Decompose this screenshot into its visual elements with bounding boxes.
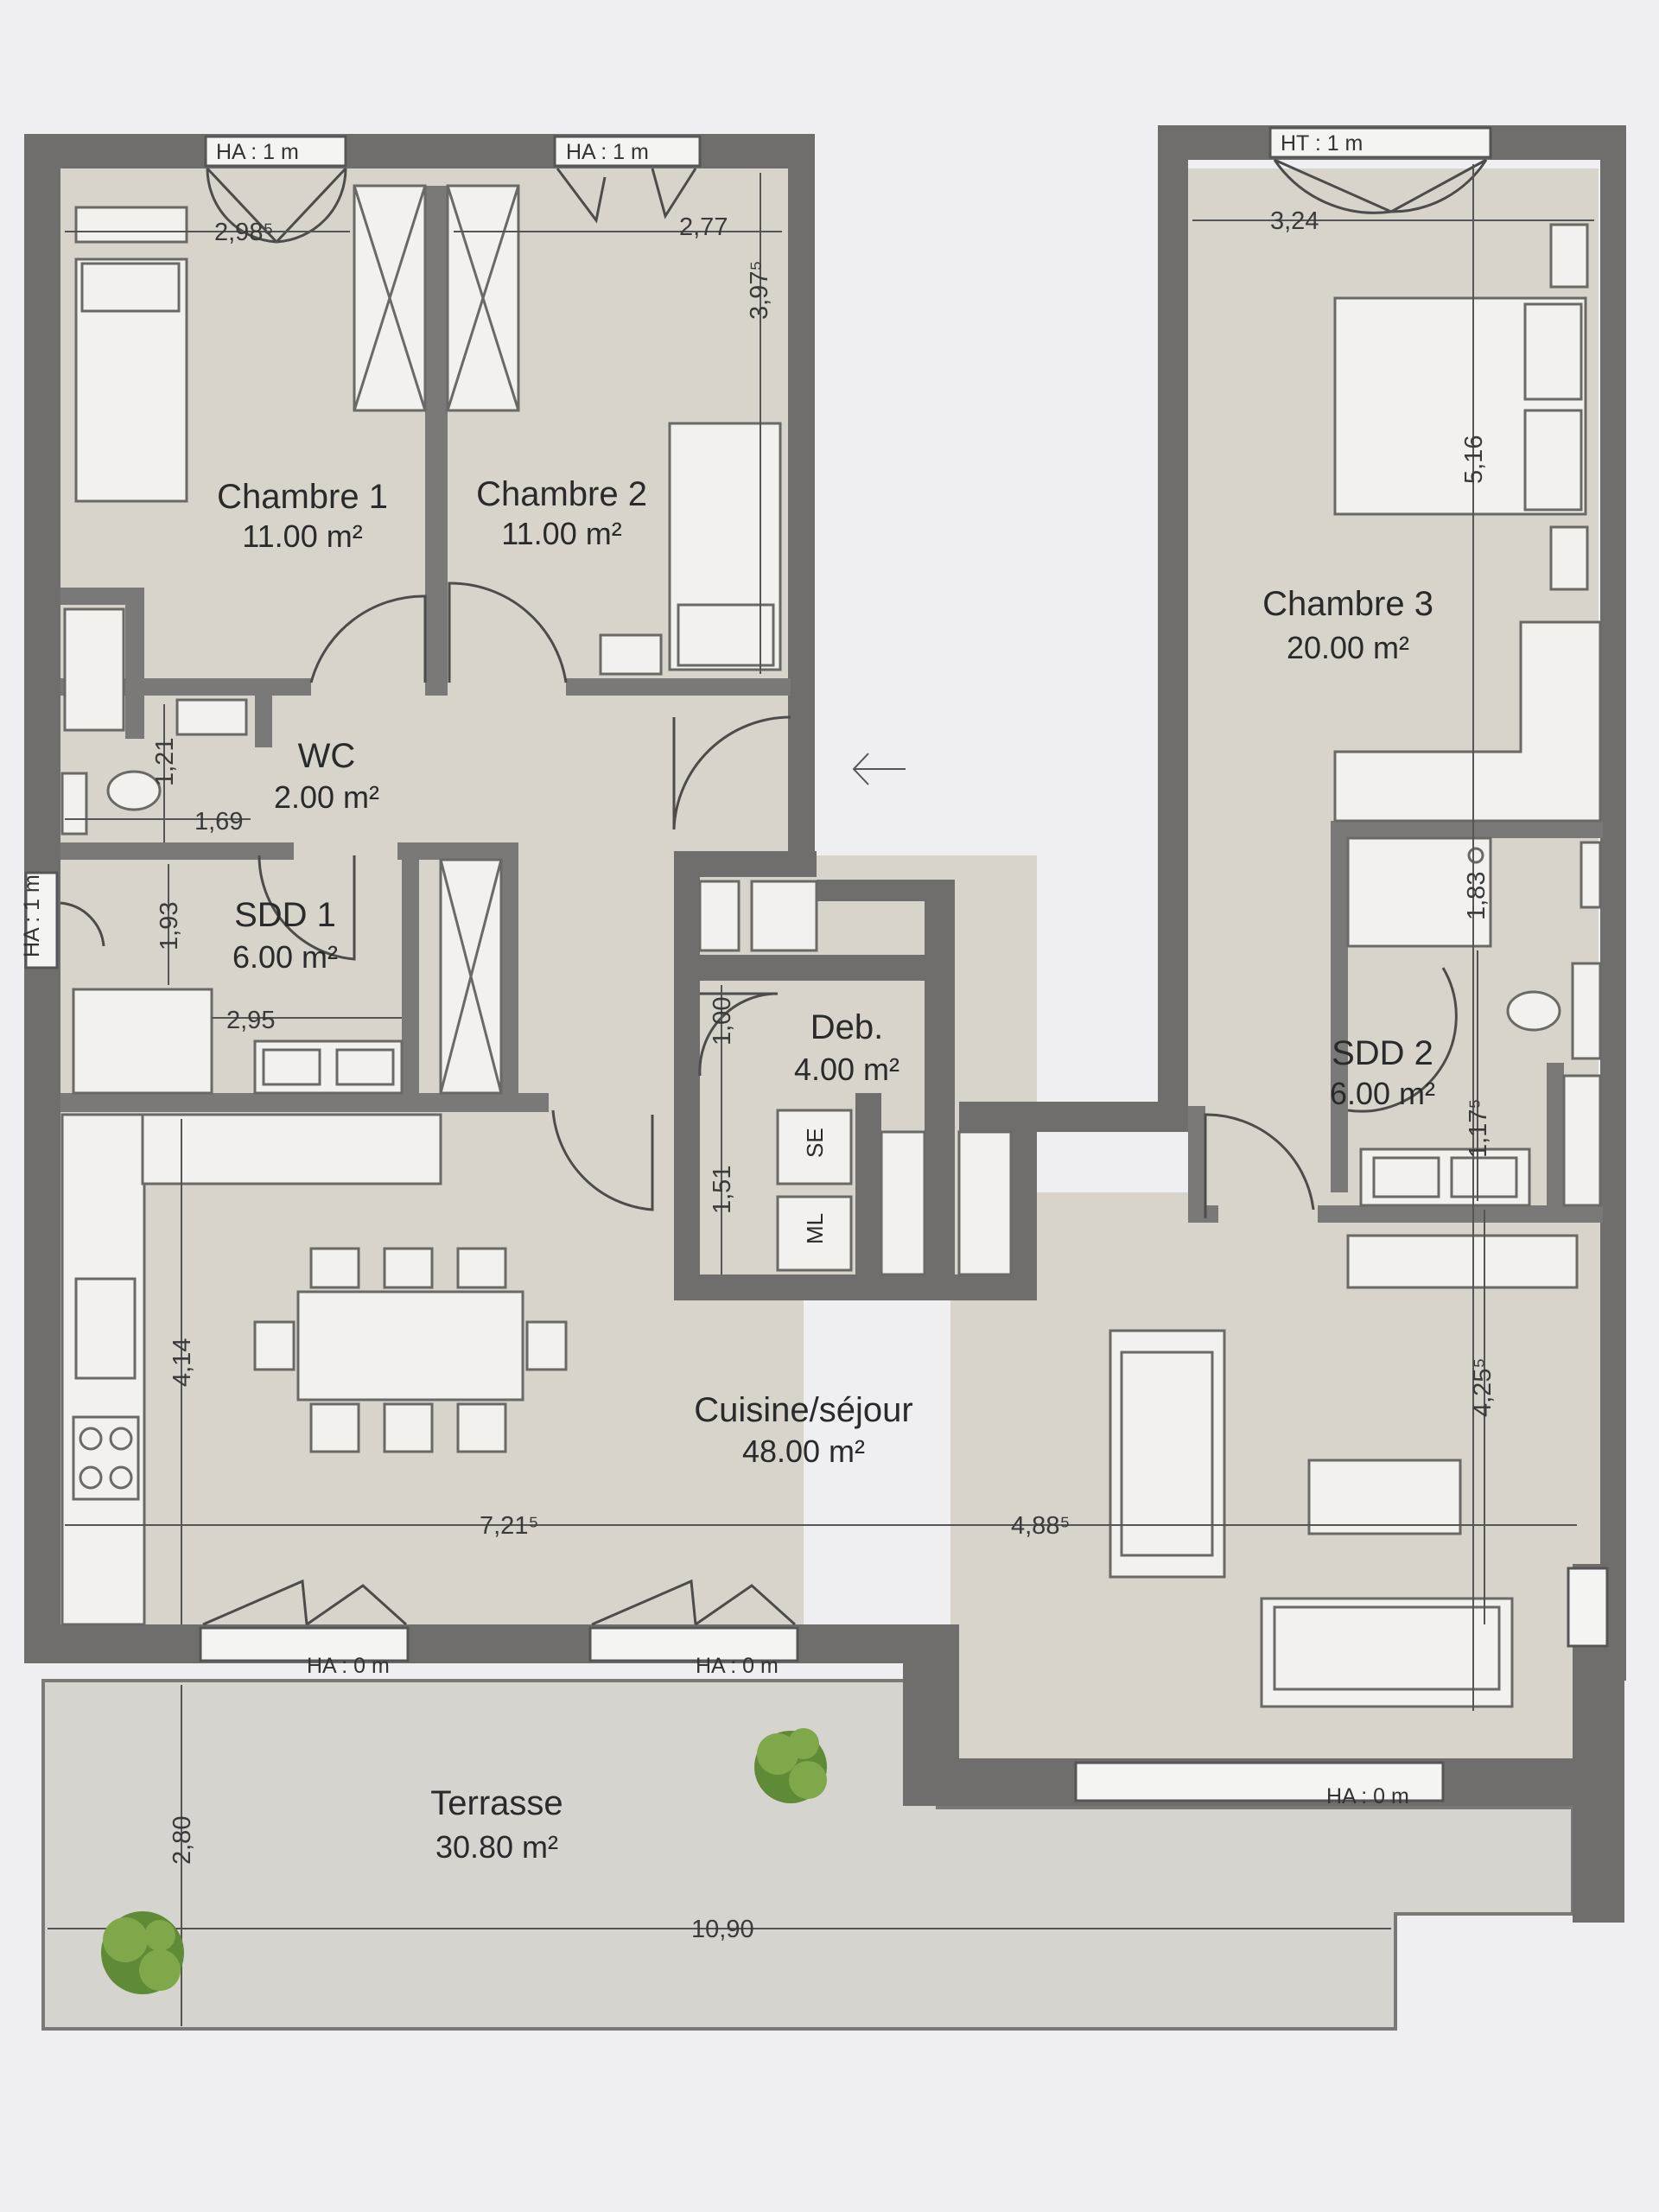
dimension-label: 1,17⁵ xyxy=(1465,1099,1492,1158)
dimension-label: 1,93 xyxy=(156,902,183,950)
dimension-label: 1,69 xyxy=(194,808,243,836)
dimension-label: 1,00 xyxy=(709,997,736,1046)
room-area-sejour: 48.00 m² xyxy=(742,1433,865,1469)
room-name-wc: WC xyxy=(298,737,356,775)
toilet xyxy=(1506,990,1561,1032)
appliance-label-se: SE xyxy=(802,1128,828,1158)
window-label: HA : 1 m xyxy=(216,140,299,164)
furniture xyxy=(60,184,1602,1708)
coffee-table xyxy=(1307,1459,1462,1535)
dimension-label: 4,14 xyxy=(168,1338,196,1387)
room-name-sejour: Cuisine/séjour xyxy=(694,1391,912,1429)
dimension-label: 1,51 xyxy=(709,1166,736,1214)
dimension-label: 2,95 xyxy=(226,1007,275,1034)
room-name-sdd1: SDD 1 xyxy=(234,896,336,934)
room-area-terrasse: 30.80 m² xyxy=(435,1829,558,1865)
dimension-label: 4,88⁵ xyxy=(1011,1512,1070,1540)
shower xyxy=(1346,836,1492,948)
wc-sink xyxy=(175,698,248,736)
room-name-chambre3: Chambre 3 xyxy=(1262,585,1433,623)
tv-cabinet xyxy=(1346,1234,1579,1289)
windows xyxy=(24,126,1609,1802)
dimension-label: 10,90 xyxy=(691,1916,754,1943)
tree-icon xyxy=(754,1728,827,1803)
kitchen-sink xyxy=(74,1277,137,1380)
shower xyxy=(72,988,213,1095)
dining-table xyxy=(296,1290,524,1402)
room-area-chambre3: 20.00 m² xyxy=(1287,630,1409,665)
room-name-sdd2: SDD 2 xyxy=(1332,1034,1433,1072)
entrance-arrow-icon xyxy=(852,753,906,785)
window-label: HA : 1 m xyxy=(566,140,649,164)
dimension-label: 2,77 xyxy=(679,213,728,241)
dimension-label: 3,24 xyxy=(1270,207,1319,235)
dimension-label: 7,21⁵ xyxy=(480,1512,538,1540)
window-label: HA : 0 m xyxy=(696,1654,779,1678)
room-area-deb: 4.00 m² xyxy=(794,1052,899,1087)
room-labels: Chambre 1 11.00 m² Chambre 2 11.00 m² Ch… xyxy=(217,475,1435,1865)
room-area-chambre2: 11.00 m² xyxy=(501,516,621,551)
room-name-deb: Deb. xyxy=(810,1008,884,1046)
terrace-floor xyxy=(43,1681,1573,2029)
walls xyxy=(24,125,1626,1923)
dryer xyxy=(776,1109,853,1185)
room-area-chambre1: 11.00 m² xyxy=(242,518,362,554)
room-area-wc: 2.00 m² xyxy=(274,779,379,815)
dimension-label: 2,80 xyxy=(168,1816,196,1865)
dimension-label: 3,97⁵ xyxy=(746,261,773,320)
dimension-label: 1,83 xyxy=(1463,872,1491,920)
washing-machine xyxy=(776,1195,853,1272)
dimension-label: 5,16 xyxy=(1460,435,1488,484)
room-name-terrasse: Terrasse xyxy=(430,1784,563,1822)
window-label: HA : 1 m xyxy=(20,874,44,957)
appliance-label-ml: ML xyxy=(802,1213,828,1244)
window-label: HT : 1 m xyxy=(1281,131,1363,156)
cooktop-icon xyxy=(72,1415,140,1501)
door-swings xyxy=(60,158,1488,1626)
room-area-sdd1: 6.00 m² xyxy=(232,939,338,975)
toilet xyxy=(106,770,162,811)
room-name-chambre1: Chambre 1 xyxy=(217,478,388,516)
dimension-label: 2,98⁵ xyxy=(214,219,273,246)
window-label: HA : 0 m xyxy=(307,1654,390,1678)
dimension-label: 1,21 xyxy=(151,738,179,786)
room-name-chambre2: Chambre 2 xyxy=(476,475,647,513)
dimension-label: 4,25⁵ xyxy=(1469,1358,1497,1417)
tree-icon xyxy=(101,1911,184,1994)
dimension-lines xyxy=(48,164,1594,2026)
window-label: HA : 0 m xyxy=(1326,1784,1409,1808)
room-area-sdd2: 6.00 m² xyxy=(1330,1076,1435,1111)
